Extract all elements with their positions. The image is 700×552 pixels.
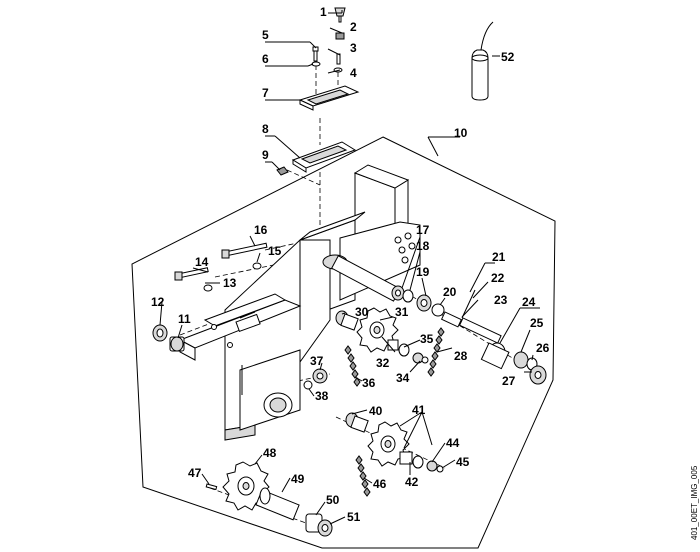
label-25: 25: [530, 316, 544, 330]
label-32: 32: [376, 356, 390, 370]
part-labels: 1 2 3 4 5 6 7 8 9 10 11 12 13 14 15 16 1…: [151, 5, 550, 524]
label-8: 8: [262, 122, 269, 136]
label-16: 16: [254, 223, 268, 237]
label-47: 47: [188, 466, 202, 480]
right-shaft-assembly: [391, 285, 547, 385]
leader-lines: [159, 10, 540, 525]
label-31: 31: [395, 305, 409, 319]
label-40: 40: [369, 404, 383, 418]
label-19: 19: [416, 265, 430, 279]
label-13: 13: [223, 276, 237, 290]
label-27: 27: [502, 374, 516, 388]
label-14: 14: [195, 255, 209, 269]
label-4: 4: [350, 66, 357, 80]
label-44: 44: [446, 436, 460, 450]
label-49: 49: [291, 472, 305, 486]
label-30: 30: [355, 305, 369, 319]
left-fasteners: [152, 242, 268, 352]
label-18: 18: [416, 239, 430, 253]
oil-bottle: [471, 21, 494, 101]
main-frame: [178, 164, 421, 441]
adjuster-parts: [276, 7, 360, 176]
label-42: 42: [405, 475, 419, 489]
label-24: 24: [522, 295, 536, 309]
label-3: 3: [350, 41, 357, 55]
label-41: 41: [412, 403, 426, 417]
upper-sprocket-assembly: [303, 307, 445, 390]
label-34: 34: [396, 371, 410, 385]
label-37: 37: [310, 354, 324, 368]
label-22: 22: [491, 271, 505, 285]
label-6: 6: [262, 52, 269, 66]
label-9: 9: [262, 148, 269, 162]
label-20: 20: [443, 285, 457, 299]
label-1: 1: [320, 5, 327, 19]
label-50: 50: [326, 493, 340, 507]
bottom-sprocket-assembly: [205, 461, 333, 537]
label-38: 38: [315, 389, 329, 403]
label-26: 26: [536, 341, 550, 355]
label-52: 52: [501, 50, 515, 64]
lower-sprocket-assembly: [345, 412, 444, 497]
label-7: 7: [262, 86, 269, 100]
label-17: 17: [416, 223, 430, 237]
label-23: 23: [494, 293, 508, 307]
label-36: 36: [362, 376, 376, 390]
label-35: 35: [420, 332, 434, 346]
reference-code: 401_00ET_IMG_005: [690, 465, 699, 540]
label-28: 28: [454, 349, 468, 363]
assembly-boundary: [131, 136, 556, 549]
label-11: 11: [178, 312, 191, 326]
label-2: 2: [350, 20, 357, 34]
label-12: 12: [151, 295, 165, 309]
label-48: 48: [263, 446, 277, 460]
label-45: 45: [456, 455, 470, 469]
label-21: 21: [492, 250, 506, 264]
label-15: 15: [268, 244, 282, 258]
label-10: 10: [454, 126, 468, 140]
label-46: 46: [373, 477, 387, 491]
label-51: 51: [347, 510, 361, 524]
label-5: 5: [262, 28, 269, 42]
